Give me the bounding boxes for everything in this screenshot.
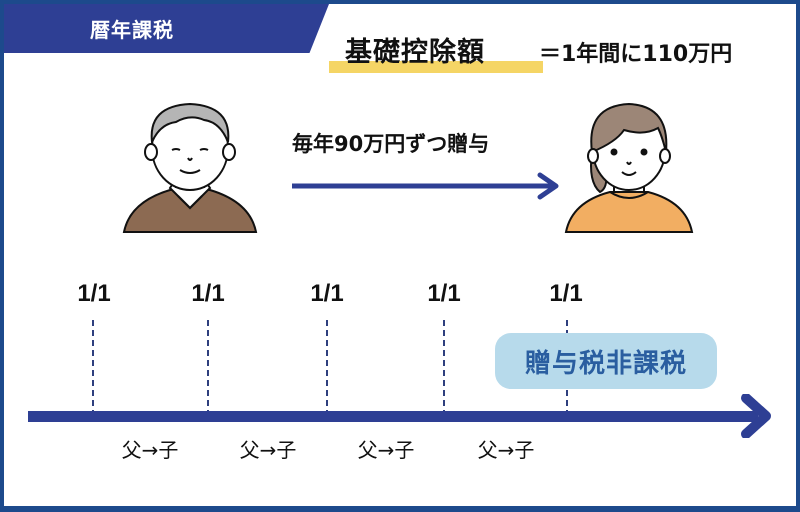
diagram-frame: 暦年課税 基礎控除額 ＝1年間に110万円 毎年90万円ずつ贈与 [4,4,796,506]
transfer-label: 父→子 [357,438,415,462]
tab-label: 暦年課税 [90,18,174,42]
gift-description: 毎年90万円ずつ贈与 [292,132,490,156]
year-boundary-line [92,320,94,416]
date-label: 1/1 [549,280,583,307]
deduction-value: ＝1年間に110万円 [539,42,733,67]
marker-highlight [329,61,543,73]
year-boundary-line [443,320,445,416]
header-tab: 暦年課税 [4,4,329,53]
date-label: 1/1 [427,280,461,307]
date-label: 1/1 [77,280,111,307]
transfer-label: 父→子 [121,438,179,462]
date-label: 1/1 [310,280,344,307]
year-boundary-line [207,320,209,416]
gift-arrow-icon [292,172,559,200]
year-boundary-line [326,320,328,416]
woman-avatar-icon [564,102,694,233]
tax-free-badge: 贈与税非課税 [495,333,717,389]
date-label: 1/1 [191,280,225,307]
transfer-label: 父→子 [477,438,535,462]
grandfather-avatar-icon [122,102,258,233]
transfer-label: 父→子 [239,438,297,462]
deduction-heading: 基礎控除額 ＝1年間に110万円 [329,28,799,73]
deduction-title: 基礎控除額 [345,37,485,68]
timeline-axis-arrow-icon [28,394,771,438]
tax-free-label: 贈与税非課税 [524,348,687,379]
